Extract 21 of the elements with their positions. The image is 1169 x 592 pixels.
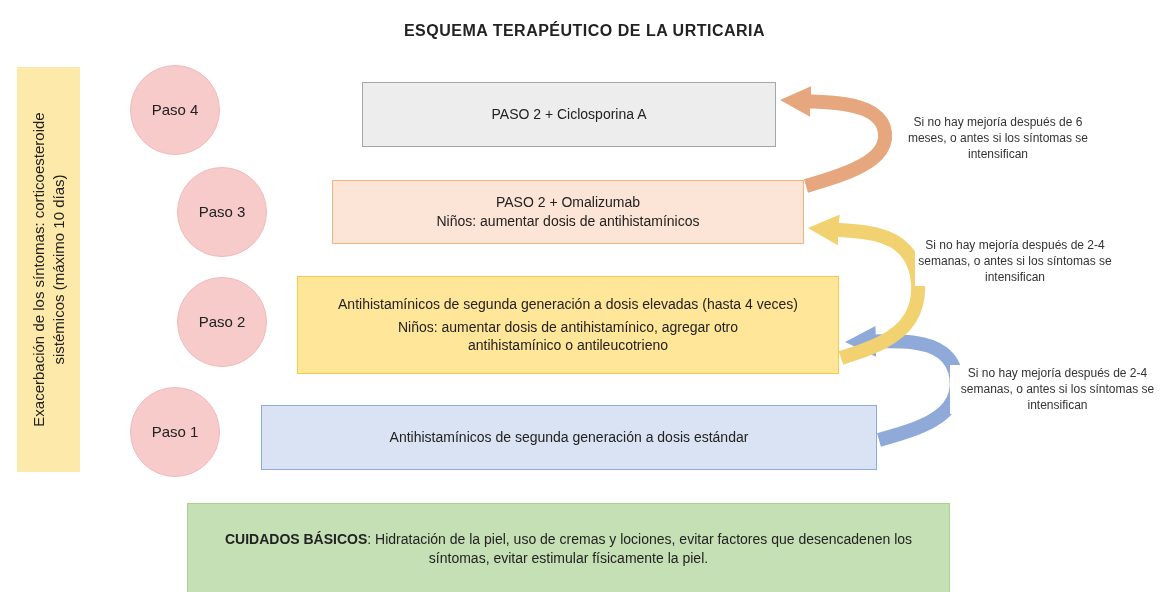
step-label: Paso 1 [150,421,200,442]
step-box [332,180,804,244]
step-box [261,405,877,470]
step-text: Exacerbación de los síntomas: corticoesteroide sistémicos (máximo 10 días) [29,111,68,429]
step-label: Paso 3 [197,201,247,222]
edge-label: Si no hay mejoría después de 2-4 semanas, o antes si los síntomas se intensifican [915,237,1115,286]
step-note: Niños: aumentar dosis de antihistamínicos [436,212,700,231]
step-text: Antihistamínicos de segunda generación a dosis estándar [389,428,749,447]
step-box [187,503,950,592]
step-text: PASO 2 + Omalizumab [495,193,641,212]
step-label: Paso 4 [150,99,200,120]
curved-arrow [780,86,893,193]
step-text: Antihistamínicos de segunda generación a dosis elevadas (hasta 4 veces) [338,294,798,314]
step-text: PASO 2 + Ciclosporina A [491,105,647,124]
step-label: Paso 2 [197,311,247,332]
step-note: Niños: aumentar dosis de antihistamínico, agregar otro antihistamínico o antileucotrieno [396,317,740,356]
step-text: CUIDADOS BÁSICOS: Hidratación de la piel, uso de cremas y lociones, evitar factores que desencadenen los síntomas, evitar estimular físicamente la piel. [223,530,914,568]
step-box [362,82,776,147]
note-band [17,67,80,472]
title: ESQUEMA TERAPÉUTICO DE LA URTICARIA [402,22,767,40]
step-box [297,276,839,374]
